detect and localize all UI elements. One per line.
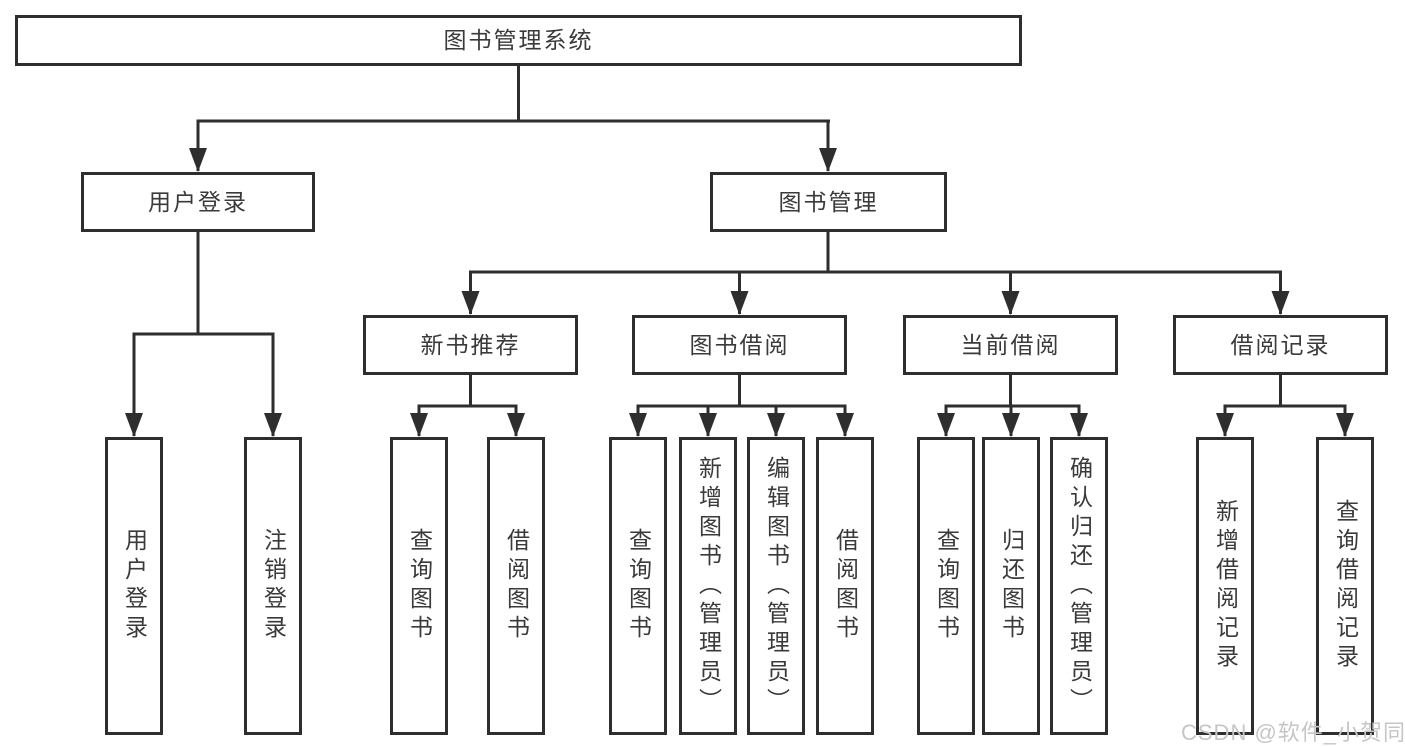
leaf-bb-edit-book-admin-label: 编辑图书（管理员） — [763, 455, 790, 717]
leaf-bb-query-book-label: 查询图书 — [625, 528, 652, 644]
node-book-management: 图书管理 — [710, 172, 947, 232]
leaf-bb-borrow-book: 借阅图书 — [816, 437, 874, 735]
node-borrowing-records-label: 借阅记录 — [1230, 331, 1331, 358]
leaf-logout: 注销登录 — [244, 437, 302, 735]
node-user-login-label: 用户登录 — [148, 188, 248, 215]
node-root-label: 图书管理系统 — [443, 27, 594, 53]
node-book-borrowing-label: 图书借阅 — [689, 331, 790, 358]
leaf-user-login: 用户登录 — [105, 437, 163, 735]
node-root: 图书管理系统 — [15, 15, 1022, 66]
leaf-cb-query-book: 查询图书 — [917, 437, 975, 735]
leaf-bb-query-book: 查询图书 — [609, 437, 667, 735]
node-user-login: 用户登录 — [81, 172, 315, 232]
leaf-br-add-record-label: 新增借阅记录 — [1212, 499, 1239, 673]
node-book-borrowing: 图书借阅 — [632, 315, 847, 375]
node-new-book-recommendation-label: 新书推荐 — [420, 331, 521, 358]
leaf-br-query-record: 查询借阅记录 — [1316, 437, 1374, 735]
node-borrowing-records: 借阅记录 — [1173, 315, 1388, 375]
leaf-br-add-record: 新增借阅记录 — [1196, 437, 1254, 735]
leaf-bb-add-book-admin: 新增图书（管理员） — [679, 437, 737, 735]
leaf-bb-edit-book-admin: 编辑图书（管理员） — [747, 437, 805, 735]
leaf-logout-label: 注销登录 — [260, 528, 287, 644]
leaf-nbr-query-book: 查询图书 — [390, 437, 448, 735]
leaf-cb-confirm-return-admin-label: 确认归还（管理员） — [1066, 455, 1093, 717]
watermark: CSDN @软件_小贺同学 — [1181, 720, 1405, 745]
node-current-borrowing: 当前借阅 — [903, 315, 1118, 375]
node-current-borrowing-label: 当前借阅 — [960, 331, 1061, 358]
node-book-management-label: 图书管理 — [778, 188, 879, 215]
leaf-bb-borrow-book-label: 借阅图书 — [832, 528, 859, 644]
leaf-nbr-borrow-book: 借阅图书 — [487, 437, 545, 735]
leaf-cb-return-book: 归还图书 — [982, 437, 1040, 735]
node-new-book-recommendation: 新书推荐 — [363, 315, 578, 375]
leaf-user-login-label: 用户登录 — [121, 528, 148, 644]
leaf-nbr-borrow-book-label: 借阅图书 — [503, 528, 530, 644]
leaf-nbr-query-book-label: 查询图书 — [406, 528, 433, 644]
leaf-cb-return-book-label: 归还图书 — [998, 528, 1025, 644]
leaf-cb-query-book-label: 查询图书 — [933, 528, 960, 644]
leaf-cb-confirm-return-admin: 确认归还（管理员） — [1050, 437, 1108, 735]
leaf-br-query-record-label: 查询借阅记录 — [1332, 499, 1359, 673]
leaf-bb-add-book-admin-label: 新增图书（管理员） — [695, 455, 722, 717]
